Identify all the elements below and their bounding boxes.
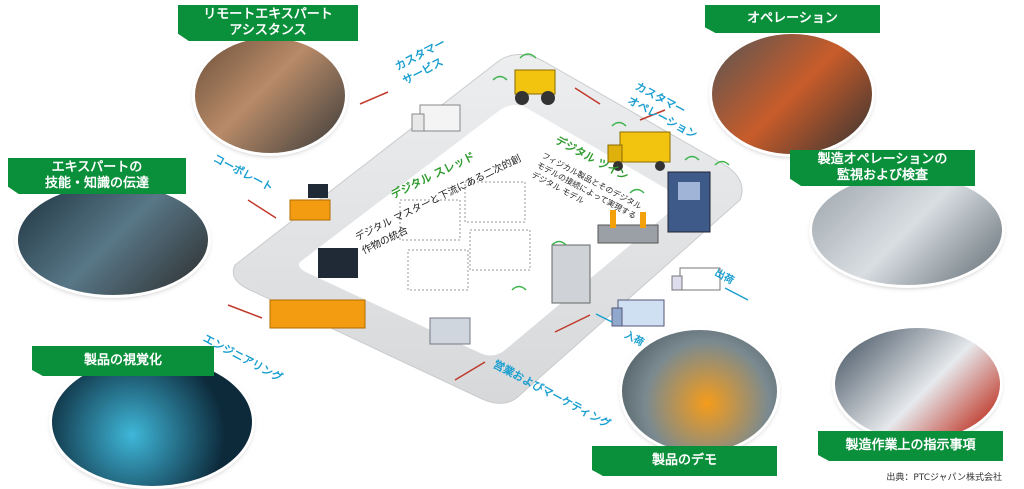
wifi-icons — [492, 53, 730, 291]
photo-product-demo — [622, 330, 777, 452]
callout-remote-expert: リモートエキスパート アシスタンス — [178, 5, 358, 41]
sales-table — [429, 317, 471, 345]
callout-expert-transfer: エキスパートの 技能・知識の伝達 — [8, 158, 186, 194]
photo-operation — [712, 34, 872, 154]
source-credit: 出典：PTCジャパン株式会社 — [886, 473, 1002, 483]
photo-mfg-monitor — [812, 175, 1002, 285]
machining-center — [667, 171, 711, 233]
callout-mfg-instructions: 製造作業上の指示事項 — [818, 431, 1003, 461]
receiving-truck — [611, 299, 665, 327]
photo-mfg-instructions — [835, 328, 1000, 440]
callout-product-demo: 製品のデモ — [592, 446, 777, 476]
truck-van — [411, 104, 461, 132]
dump-truck — [607, 131, 671, 171]
wheel-loader — [514, 69, 556, 105]
desk-engineering — [269, 248, 366, 329]
desk-corporate — [289, 184, 331, 221]
photo-remote-expert — [195, 38, 345, 153]
section-ticks — [227, 87, 666, 381]
robot-line — [597, 210, 659, 244]
callout-operation: オペレーション — [705, 5, 880, 33]
gantry — [551, 244, 591, 304]
ship-arrow — [724, 287, 749, 301]
sketch-panel — [399, 181, 531, 291]
shipping-truck — [671, 267, 721, 291]
callout-mfg-monitor: 製造オペレーションの 監視および検査 — [790, 150, 975, 186]
callout-product-vis: 製品の視覚化 — [32, 346, 214, 376]
receive-arrow — [595, 313, 613, 323]
photo-product-vis — [52, 358, 252, 486]
photo-expert-transfer — [18, 185, 208, 295]
